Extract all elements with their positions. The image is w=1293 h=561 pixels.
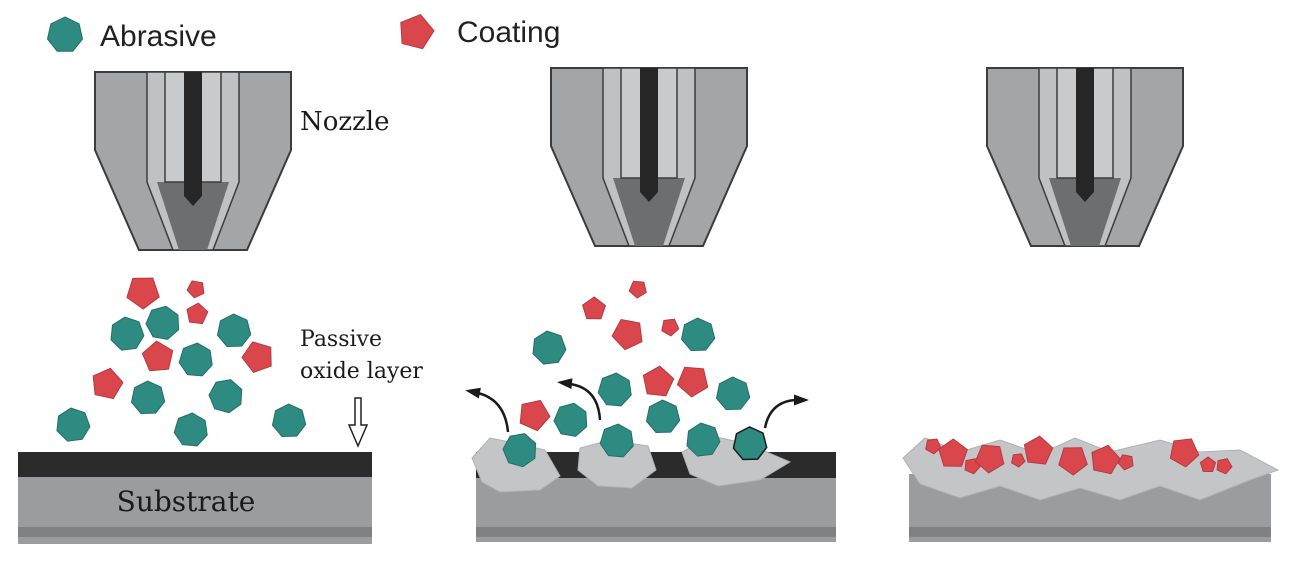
coating-particle <box>186 302 209 325</box>
nozzle-1 <box>94 71 292 251</box>
coating-particle <box>1216 458 1233 475</box>
abrasive-legend-label: Abrasive <box>100 20 217 53</box>
coating-particle <box>582 296 607 320</box>
coating-legend-label: Coating <box>457 16 560 49</box>
abrasive-particle <box>732 426 768 461</box>
abrasive-particle <box>686 422 721 457</box>
coating-particle <box>241 341 272 373</box>
coating-particle <box>925 438 942 455</box>
coating-particle <box>141 340 174 372</box>
coating-particle <box>1011 453 1026 468</box>
arrow-head-icon <box>557 378 573 389</box>
abrasive-particle <box>532 330 567 365</box>
arrow-head-icon <box>794 394 809 406</box>
nozzle-label: Nozzle <box>300 107 390 137</box>
coating-particle <box>661 318 680 337</box>
abrasive-particle <box>173 412 208 447</box>
abrasive-particle <box>208 379 243 414</box>
coating-particle <box>1091 444 1121 475</box>
coating-particle <box>676 366 709 398</box>
coating-particle <box>1169 438 1200 468</box>
nozzle-3 <box>986 67 1184 247</box>
abrasive-legend-icon <box>46 16 84 52</box>
abrasive-particle <box>56 407 91 442</box>
coating-particle <box>1199 456 1217 473</box>
coating-particle <box>400 14 435 50</box>
curved-arrow-icon <box>569 382 602 421</box>
curved-arrow-icon <box>477 391 510 433</box>
abrasive-particle <box>553 402 588 437</box>
abrasive-particle <box>597 372 632 407</box>
coating-particle <box>642 365 675 397</box>
coating-particle <box>611 318 643 351</box>
curved-arrow-icon <box>763 398 796 429</box>
abrasive-particle <box>715 376 751 411</box>
abrasive-particle <box>271 403 307 438</box>
coating-legend-icon <box>400 14 435 50</box>
coating-particle <box>628 280 647 299</box>
abrasive-particle <box>216 313 252 348</box>
arrow-head-icon <box>465 387 481 399</box>
substrate-label: Substrate <box>117 485 256 518</box>
nozzle-2 <box>550 67 748 247</box>
passive-label-line1: Passive <box>300 327 382 352</box>
coating-particle <box>1058 447 1088 476</box>
hollow-down-arrow-icon <box>347 397 369 448</box>
passive-oxide-layer <box>18 452 372 477</box>
abrasive-particle <box>680 317 716 352</box>
coating-particle <box>1023 435 1054 465</box>
abrasive-particle <box>145 305 180 340</box>
panel-1-substrate <box>18 452 372 544</box>
coating-particle <box>186 280 205 299</box>
abrasive-particle <box>599 423 634 458</box>
passive-label-line2: oxide layer <box>300 359 423 384</box>
legend: Abrasive Coating <box>46 14 560 53</box>
rebound-arrows <box>465 378 809 433</box>
abrasive-particle <box>645 399 681 434</box>
coating-particle <box>1117 454 1134 471</box>
particles <box>56 277 1233 476</box>
coating-particle <box>938 438 968 467</box>
abrasive-particle <box>46 16 84 52</box>
abrasive-particle <box>178 342 213 377</box>
abrasive-particle <box>130 380 166 415</box>
coating-particle <box>126 277 160 310</box>
coating-particle <box>92 367 124 400</box>
abrasive-particle <box>110 316 145 351</box>
coating-particle <box>519 399 551 432</box>
abrasive-particle <box>502 433 537 468</box>
coating-particle <box>974 444 1005 474</box>
